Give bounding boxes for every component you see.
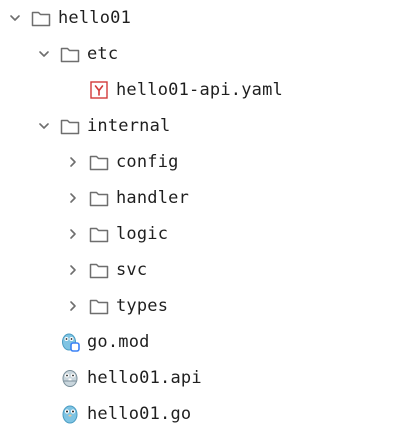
folder-icon [87,222,111,246]
tree-node-label: internal [87,116,171,136]
tree-node-label: hello01-api.yaml [116,80,283,100]
folder-icon [87,150,111,174]
chevron-down-icon[interactable] [0,0,29,36]
chevron-right-icon[interactable] [58,180,87,216]
tree-node-hello01-api[interactable]: hello01.api [0,360,420,396]
chevron-down-icon[interactable] [29,36,58,72]
yaml-file-icon [87,78,111,102]
folder-icon [58,114,82,138]
chevron-down-icon[interactable] [29,108,58,144]
tree-node-go-mod[interactable]: go.mod [0,324,420,360]
tree-node-internal[interactable]: internal [0,108,420,144]
go-file-icon [58,402,82,426]
tree-node-label: hello01.go [87,404,192,424]
tree-node-handler[interactable]: handler [0,180,420,216]
tree-node-label: logic [116,224,169,244]
tree-node-label: handler [116,188,190,208]
chevron-right-icon[interactable] [58,288,87,324]
tree-node-label: svc [116,260,148,280]
go-mod-icon [58,330,82,354]
folder-icon [58,42,82,66]
api-file-icon [58,366,82,390]
tree-node-label: hello01.api [87,368,202,388]
tree-node-svc[interactable]: svc [0,252,420,288]
folder-icon [87,258,111,282]
tree-node-types[interactable]: types [0,288,420,324]
tree-node-hello01[interactable]: hello01 [0,0,420,36]
tree-node-label: go.mod [87,332,150,352]
tree-node-hello01-go[interactable]: hello01.go [0,396,420,432]
tree-node-etc[interactable]: etc [0,36,420,72]
tree-node-config[interactable]: config [0,144,420,180]
folder-icon [87,186,111,210]
tree-node-logic[interactable]: logic [0,216,420,252]
tree-node-label: etc [87,44,119,64]
tree-node-label: hello01 [58,8,132,28]
tree-node-label: config [116,152,179,172]
chevron-right-icon[interactable] [58,144,87,180]
chevron-right-icon[interactable] [58,252,87,288]
folder-icon [87,294,111,318]
chevron-right-icon[interactable] [58,216,87,252]
tree-node-hello01-api-yaml[interactable]: hello01-api.yaml [0,72,420,108]
tree-node-label: types [116,296,169,316]
folder-icon [29,6,53,30]
